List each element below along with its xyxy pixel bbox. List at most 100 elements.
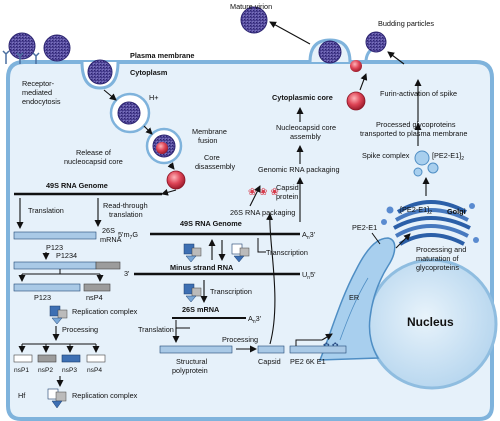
translation-label-1: Translation — [28, 206, 64, 215]
arrow-endosome-to-fusion — [143, 125, 153, 135]
h-plus-label: H+ — [149, 93, 159, 102]
arrow-core-to-budding — [359, 73, 368, 91]
replication-complex-icon-5 — [183, 283, 202, 303]
hf-label: Hf — [18, 391, 26, 400]
p123-label-1: P123 — [46, 243, 63, 252]
processing-maturation-label-1: Processing and — [416, 245, 466, 254]
capsid-label: Capsid — [258, 357, 281, 366]
s26-mrna-label-3: 26S mRNA — [182, 305, 220, 314]
cytoplasm-label: Cytoplasm — [130, 68, 168, 77]
cytoplasmic-core-1 — [346, 91, 366, 111]
nsp3-bar — [61, 354, 81, 363]
mature-virion-label: Mature virion — [230, 2, 272, 11]
capsid-protein-flowers: ❀ ❀ ❀ — [248, 187, 279, 198]
nucleocapsid-assembly-label-1: Nucleocapsid core — [276, 123, 336, 132]
furin-label: Furin-activation of spike — [380, 89, 457, 98]
structural-polyprotein-bar — [159, 345, 233, 354]
plasma-membrane-label: Plasma membrane — [130, 51, 195, 60]
receptor-endocytosis-label-2: mediated — [22, 88, 52, 97]
pe2-6k-e1-label: PE2 6K E1 — [290, 357, 326, 366]
er-lumen-detail — [339, 277, 369, 341]
pe2e1-2-label: [PE2-E1]2 — [432, 151, 464, 162]
er-label: ER — [349, 293, 359, 302]
pe2-6k-e1-bar — [289, 345, 347, 354]
nsp1-bar — [13, 354, 33, 363]
p1234-label: P1234 — [56, 251, 77, 260]
transport-vesicle-2 — [427, 162, 439, 174]
nsp4-label-1: nsP4 — [86, 293, 103, 302]
budding-core — [350, 60, 362, 72]
nucleocapsid-core — [166, 170, 186, 190]
transport-vesicle-3 — [413, 167, 423, 177]
membrane-fusion-label-2: fusion — [198, 136, 217, 145]
p123-label-2: P123 — [34, 293, 51, 302]
pe2-e1-label: PE2-E1 — [352, 223, 377, 232]
genome-49s-label-2: 49S RNA Genome — [180, 219, 242, 228]
core-disassembly-label-2: disassembly — [195, 162, 235, 171]
spike-complex-label: Spike complex — [362, 151, 410, 160]
minus-strand-label: Minus strand RNA — [170, 263, 234, 272]
capsid-protein-label-2: protein — [276, 192, 298, 201]
un5-label: Un5' — [302, 270, 316, 281]
nucleus-label: Nucleus — [407, 315, 454, 329]
arrow-budding-to-mature — [269, 21, 311, 45]
transcription-label-1: Transcription — [266, 248, 308, 257]
processing-label-1: Processing — [62, 325, 98, 334]
golgi-apparatus — [381, 200, 479, 246]
cap-label: 5'm7G — [118, 230, 138, 241]
p1234-nsp4-segment — [95, 261, 121, 270]
readthrough-label-1: Read-through — [103, 201, 148, 210]
replication-complex-icon-3 — [183, 243, 202, 263]
replication-complex-label-1: Replication complex — [72, 307, 138, 316]
released-core-in-fusion — [156, 142, 168, 154]
budding-particles-label: Budding particles — [378, 19, 434, 28]
p1234-split-bracket — [22, 269, 100, 275]
core-disassembly-label-1: Core — [204, 153, 220, 162]
three-prime-label: 3' — [124, 269, 130, 278]
processing-maturation-label-3: glycoproteins — [416, 263, 459, 272]
pe2-e1-pointer — [371, 232, 381, 245]
nsp4-label-2: nsP4 — [87, 367, 102, 374]
s26-mrna-label-2: mRNA — [100, 235, 122, 244]
er-dots: ✿ ✿ — [323, 341, 339, 350]
s26-mrna-label-1: 26S — [102, 226, 115, 235]
structural-label-2: polyprotein — [172, 366, 208, 375]
golgi-label: Golgi — [447, 207, 466, 216]
capsid-protein-label-1: Capsid — [276, 183, 299, 192]
arrow-pe2-to-er — [321, 333, 333, 341]
nsp3-label: nsP3 — [62, 367, 77, 374]
structural-label-1: Structural — [176, 357, 208, 366]
processing-label-2: Processing — [222, 335, 258, 344]
nsp2-label: nsP2 — [38, 367, 53, 374]
membrane-fusion-label-1: Membrane — [192, 127, 227, 136]
arrow-fusion-to-core — [167, 162, 175, 170]
arrow-er-to-golgi — [395, 233, 411, 249]
virion-endocytosing — [87, 59, 113, 85]
processed-gp-label-2: transported to plasma membrane — [360, 129, 467, 138]
nsp4-bar-1 — [83, 283, 111, 292]
arrow-capsid-to-capsid-protein — [266, 213, 276, 345]
receptor-endocytosis-label-1: Receptor- — [22, 79, 55, 88]
mature-virion — [240, 6, 268, 34]
bracket-pe2-to-er — [295, 339, 322, 346]
virion-in-endosome — [117, 101, 141, 125]
virion-outside-2 — [43, 34, 71, 62]
replication-complex-label-2: Replication complex — [72, 391, 138, 400]
cytoplasmic-core-label: Cytoplasmic core — [272, 93, 333, 102]
genomic-packaging-label: Genomic RNA packaging — [258, 165, 340, 174]
virion-outside-1 — [8, 32, 36, 60]
processing-maturation-label-2: maturation of — [416, 254, 460, 263]
budding-particle-1 — [318, 40, 342, 64]
pe2e1-2-label-golgi: [PE2-E1]2 — [400, 205, 432, 216]
p123-bar-2 — [13, 283, 81, 292]
arrow-to-budding-label — [387, 51, 405, 65]
receptor-endocytosis-label-3: endocytosis — [22, 97, 61, 106]
replication-complex-icon-4 — [231, 243, 250, 263]
capsid-bar — [257, 345, 285, 354]
p123-bar-1 — [13, 231, 97, 240]
nsp1-label: nsP1 — [14, 367, 29, 374]
budding-particle-2 — [365, 31, 387, 53]
an3-label: An3' — [302, 230, 316, 241]
processed-gp-label-1: Processed glycoproteins — [376, 120, 456, 129]
